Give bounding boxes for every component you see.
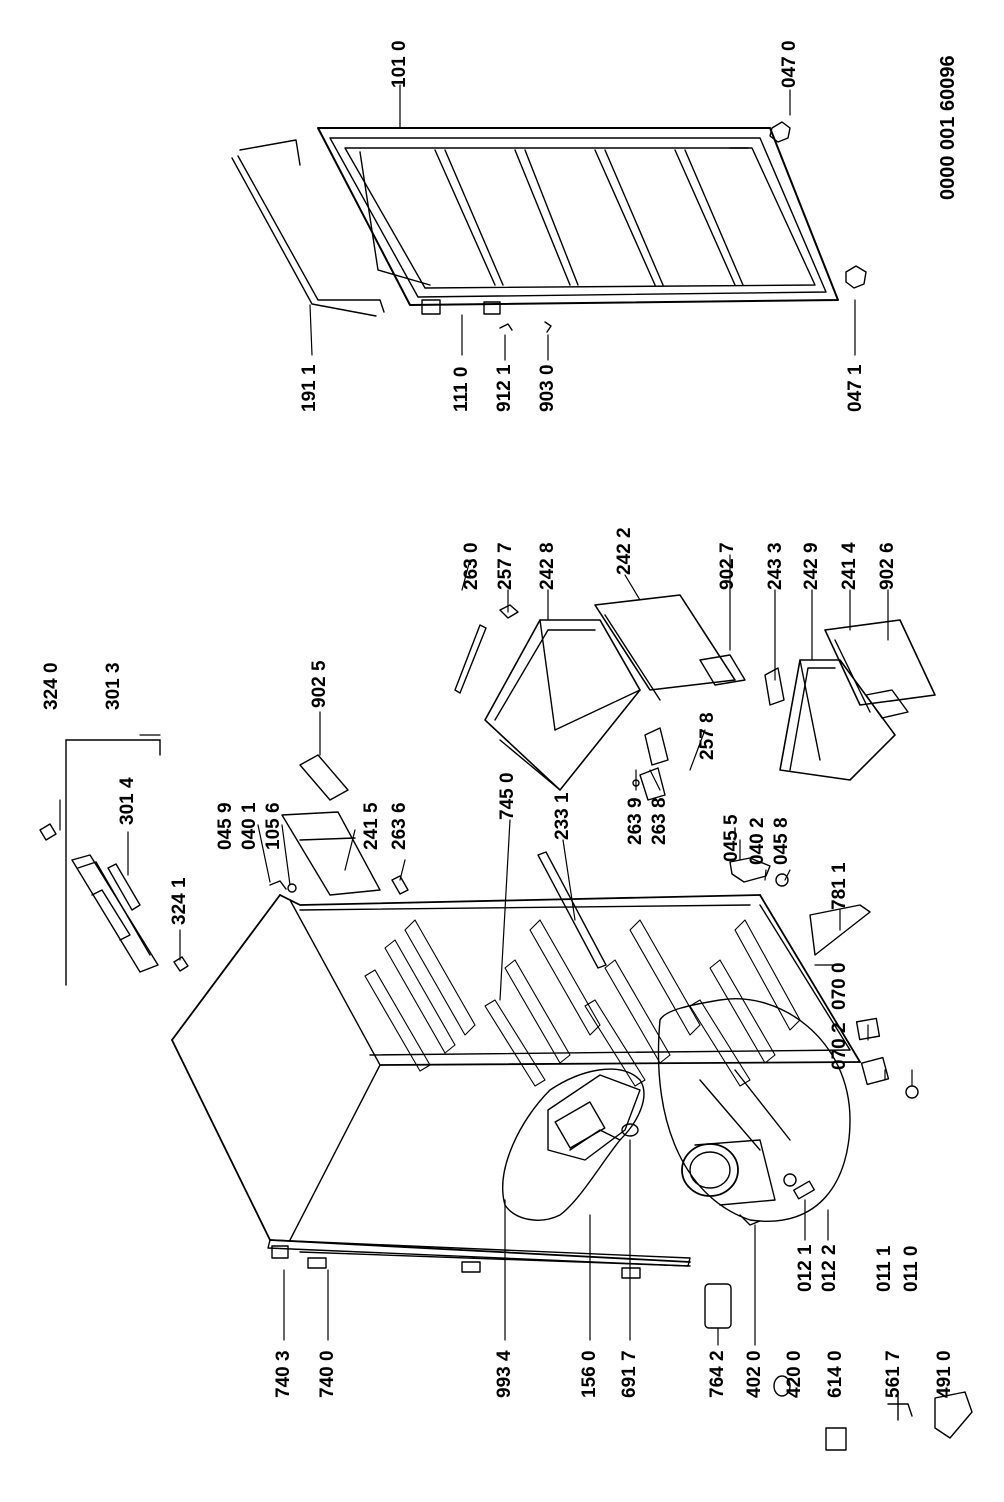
part-label-263-8: 263 8 (649, 797, 670, 845)
part-label-242-9: 242 9 (801, 542, 822, 590)
part-label-191-1: 191 1 (299, 364, 320, 412)
part-label-263-6: 263 6 (389, 802, 410, 850)
part-label-070-0: 070 0 (829, 962, 850, 1010)
leader-lines (60, 85, 912, 1345)
upper-drawer (455, 595, 745, 800)
part-label-691-7: 691 7 (619, 1350, 640, 1398)
part-label-011-1: 011 1 (874, 1245, 895, 1293)
part-label-242-8: 242 8 (537, 542, 558, 590)
door-assembly (232, 122, 866, 332)
part-label-012-2: 012 2 (819, 1244, 840, 1292)
part-label-241-5: 241 5 (361, 802, 382, 850)
part-label-070-2: 070 2 (829, 1022, 850, 1070)
part-label-324-1: 324 1 (169, 877, 190, 925)
loose-parts (705, 1018, 972, 1450)
part-label-257-8: 257 8 (697, 712, 718, 760)
part-label-040-1: 040 1 (239, 802, 260, 850)
part-label-263-0: 263 0 (461, 542, 482, 590)
part-label-242-2: 242 2 (614, 527, 635, 575)
part-label-301-4: 301 4 (117, 777, 138, 825)
part-label-764-2: 764 2 (707, 1350, 728, 1398)
part-label-324-0: 324 0 (41, 662, 62, 710)
part-label-912-1: 912 1 (494, 364, 515, 412)
rail (538, 852, 606, 968)
cabinet (172, 895, 860, 1278)
evaporator-shelves (365, 920, 800, 1086)
part-label-233-1: 233 1 (552, 792, 573, 840)
part-label-745-0: 745 0 (497, 772, 518, 820)
part-label-263-9: 263 9 (625, 797, 646, 845)
part-label-105-6: 105 6 (263, 802, 284, 850)
part-label-047-0: 047 0 (779, 40, 800, 88)
part-label-243-3: 243 3 (765, 542, 786, 590)
part-label-045-5: 045 5 (721, 814, 742, 862)
document-number: 0000 001 60096 (937, 55, 959, 200)
part-label-040-2: 040 2 (747, 817, 768, 865)
top-hinge-group (40, 740, 188, 985)
part-label-902-6: 902 6 (877, 542, 898, 590)
part-label-011-0: 011 0 (901, 1245, 922, 1293)
part-label-012-1: 012 1 (795, 1244, 816, 1292)
compressor-bubble (658, 999, 850, 1225)
part-label-902-5: 902 5 (309, 660, 330, 708)
part-label-561-7: 561 7 (883, 1350, 904, 1398)
part-label-740-0: 740 0 (317, 1350, 338, 1398)
part-label-156-0: 156 0 (579, 1350, 600, 1398)
lower-drawer (765, 620, 935, 780)
control-panel (270, 755, 408, 895)
part-label-903-0: 903 0 (537, 364, 558, 412)
part-label-993-4: 993 4 (494, 1350, 515, 1398)
part-label-491-0: 491 0 (934, 1350, 955, 1398)
part-label-420-0: 420 0 (784, 1350, 805, 1398)
part-label-257-7: 257 7 (495, 542, 516, 590)
part-label-301-3: 301 3 (103, 662, 124, 710)
part-label-902-7: 902 7 (717, 542, 738, 590)
lamp-housing-bubble (503, 1069, 644, 1220)
part-label-402-0: 402 0 (744, 1350, 765, 1398)
part-label-101-0: 101 0 (389, 40, 410, 88)
part-label-047-1: 047 1 (845, 364, 866, 412)
part-label-740-3: 740 3 (273, 1350, 294, 1398)
part-label-614-0: 614 0 (825, 1350, 846, 1398)
part-label-045-9: 045 9 (215, 802, 236, 850)
part-label-111-0: 111 0 (451, 366, 472, 412)
part-label-045-8: 045 8 (771, 817, 792, 865)
part-label-241-4: 241 4 (839, 542, 860, 590)
part-label-781-1: 781 1 (829, 862, 850, 910)
